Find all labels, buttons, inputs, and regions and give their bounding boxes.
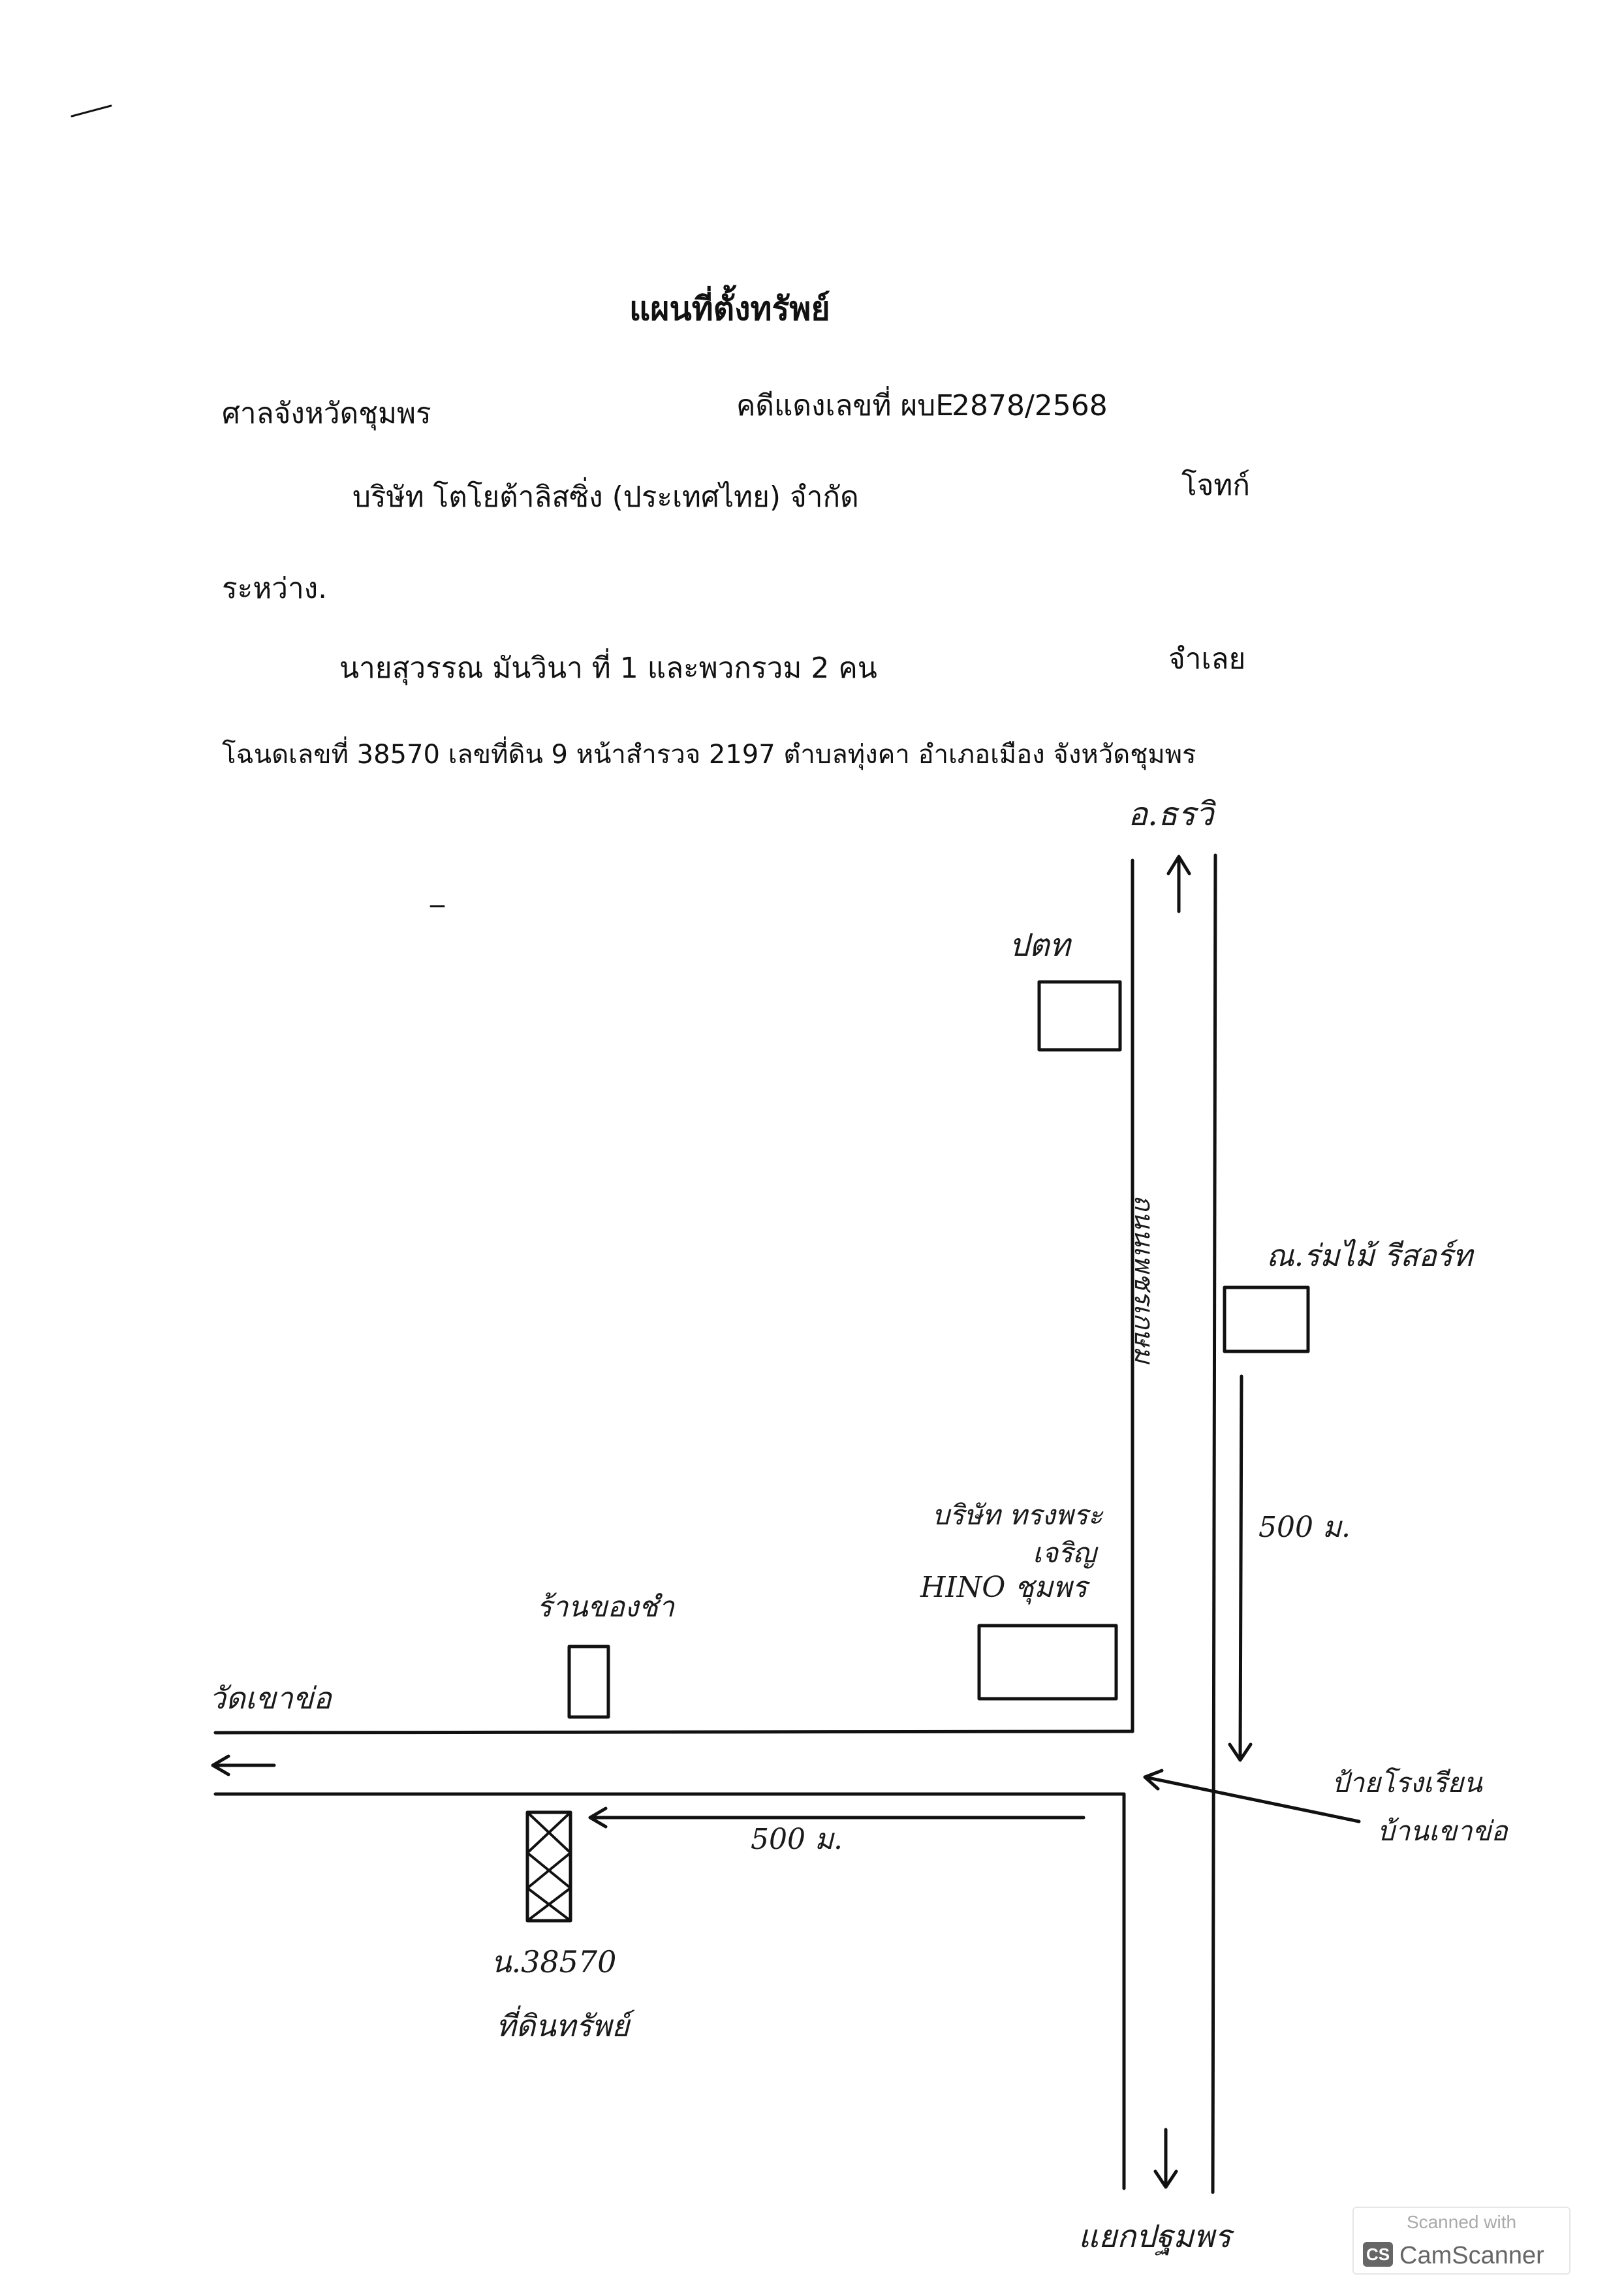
shop-label: ร้านของชำ <box>537 1590 674 1624</box>
sign-label-line1: ป้ายโรงเรียน <box>1332 1767 1482 1799</box>
plaintiff-role: โจทก์ <box>1181 469 1251 502</box>
camscanner-logo-icon: CS <box>1363 2242 1393 2267</box>
main-road-right-edge <box>1211 853 1217 2194</box>
arrow-icon <box>588 1806 1085 1829</box>
resort-label: ณ.ร่มไม้ รีสอร์ท <box>1266 1238 1473 1273</box>
between-label: ระหว่าง. <box>222 572 328 605</box>
parcel-hatch <box>526 1811 572 1922</box>
shop-building <box>567 1645 610 1719</box>
distance-bottom-label: 500 ม. <box>751 1823 843 1856</box>
document-title: แผนที่ตั้งทรัพย์ <box>629 290 830 328</box>
defendant-name: นายสุวรรณ มันวินา ที่ 1 และพวกรวม 2 คน <box>339 652 877 685</box>
parcel-label-line1: น.38570 <box>491 1944 617 1979</box>
scanner-brand: CamScanner <box>1399 2242 1544 2269</box>
court-name: ศาลจังหวัดชุมพร <box>222 397 431 430</box>
arrow-icon <box>1228 1374 1253 1762</box>
gas-station-building <box>1037 980 1122 1052</box>
land-parcel <box>525 1810 572 1923</box>
arrow-icon <box>1143 1769 1361 1823</box>
resort-building <box>1223 1285 1310 1353</box>
parcel-label-line2: ที่ดินทรัพย์ <box>496 2008 629 2043</box>
west-destination-label: วัดเขาข่อ <box>209 1680 332 1716</box>
deed-line: โฉนดเลขที่ 38570 เลขที่ดิน 9 หน้าสำรวจ 2… <box>222 740 1196 770</box>
hino-building <box>977 1624 1118 1701</box>
defendant-role: จำเลย <box>1168 642 1246 676</box>
south-destination-label: แยกปฐมพร <box>1078 2218 1232 2255</box>
north-destination-label: อ.ธรวิ <box>1128 795 1214 833</box>
distance-right-label: 500 ม. <box>1258 1511 1351 1544</box>
arrow-icon <box>211 1754 276 1776</box>
hino-label-line2: เจริญ <box>1033 1537 1097 1569</box>
case-label: คดีแดงเลขที่ ผบE <box>736 389 954 422</box>
arrow-icon <box>1153 2128 1178 2189</box>
hino-label-line3: HINO ชุมพร <box>920 1571 1087 1604</box>
plaintiff-name: บริษัท โตโยต้าลิสซิ่ง (ประเทศไทย) จำกัด <box>352 481 859 514</box>
sign-label-line2: บ้านเขาข่อ <box>1377 1815 1508 1847</box>
scanner-caption: Scanned with <box>1406 2212 1517 2232</box>
stray-mark <box>70 104 112 118</box>
side-road-top-edge <box>213 1729 1134 1735</box>
gas-station-label: ปตท <box>1009 927 1070 964</box>
case-number: 2878/2568 <box>952 389 1108 422</box>
scanner-watermark: Scanned with CS CamScanner <box>1352 2207 1570 2275</box>
arrow-icon <box>1166 855 1191 913</box>
hino-label-line1: บริษัท ทรงพระ <box>932 1499 1103 1531</box>
road-name-label: ถนนเพชรเกษม <box>1129 1195 1159 1364</box>
